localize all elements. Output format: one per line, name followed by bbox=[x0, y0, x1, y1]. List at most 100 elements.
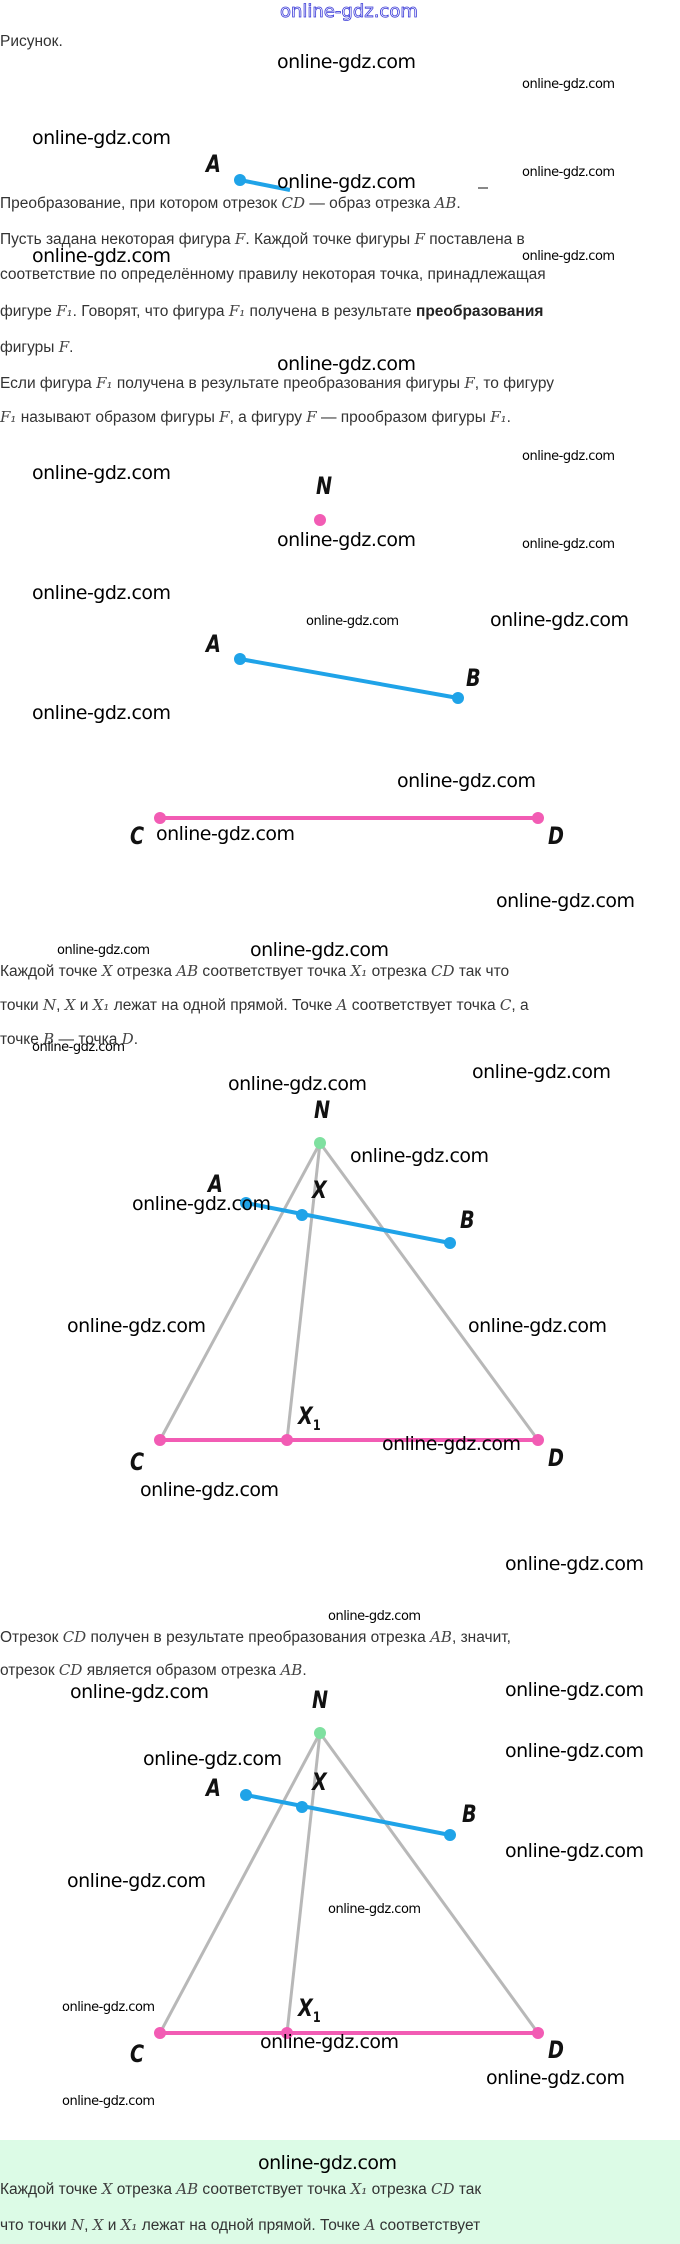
math-symbol: CD bbox=[431, 962, 455, 980]
text-segment: Каждой точке bbox=[0, 2181, 102, 2198]
text-segment: отрезка bbox=[367, 2181, 432, 2198]
watermark: online-gdz.com bbox=[277, 51, 416, 73]
segment-ab-partial bbox=[239, 178, 291, 192]
text-segment: фигуры bbox=[0, 339, 59, 356]
label-c: C bbox=[130, 2040, 145, 2068]
text-segment: точки bbox=[0, 997, 44, 1014]
label-d: D bbox=[548, 2036, 564, 2064]
line-nd bbox=[318, 1142, 540, 1441]
label-c: C bbox=[130, 1448, 145, 1476]
text-line: Преобразование, при котором отрезок CD —… bbox=[0, 194, 461, 213]
point-n bbox=[314, 1137, 326, 1149]
math-symbol: F bbox=[414, 230, 425, 248]
watermark: online-gdz.com bbox=[490, 609, 629, 631]
label-x1-sub: 1 bbox=[312, 1417, 321, 1434]
watermark: online-gdz.com bbox=[32, 127, 171, 149]
watermark: online-gdz.com bbox=[62, 2000, 155, 2015]
text-segment: , bbox=[56, 997, 65, 1014]
point-n bbox=[314, 514, 326, 526]
watermark: online-gdz.com bbox=[57, 943, 150, 958]
text-segment: Каждой точке bbox=[0, 963, 102, 980]
watermark: online-gdz.com bbox=[522, 165, 615, 180]
label-d: D bbox=[548, 1444, 564, 1472]
point-c bbox=[154, 1434, 166, 1446]
math-symbol: F₁ bbox=[96, 374, 113, 392]
text-segment: поставлена в bbox=[424, 231, 525, 248]
math-symbol: AB bbox=[280, 1661, 303, 1679]
text-segment: лежат на одной прямой. Точке bbox=[109, 997, 337, 1014]
point-a bbox=[240, 1789, 252, 1801]
text-segment: получена в результате bbox=[245, 303, 416, 320]
text-segment: , а bbox=[511, 997, 529, 1014]
watermark: online-gdz.com bbox=[32, 245, 171, 267]
text-segment: . Говорят, что фигура bbox=[72, 303, 229, 320]
text-segment: соответствует bbox=[375, 2217, 481, 2234]
watermark: online-gdz.com bbox=[328, 1609, 421, 1624]
label-x1-sub: 1 bbox=[312, 2009, 321, 2026]
math-symbol: AB bbox=[176, 962, 199, 980]
text-segment: . bbox=[506, 409, 511, 426]
math-symbol: N bbox=[70, 2216, 85, 2234]
watermark: online-gdz.com bbox=[306, 614, 399, 629]
text-segment: . bbox=[133, 1031, 138, 1048]
math-symbol: CD bbox=[281, 194, 306, 212]
math-symbol: F₁ bbox=[0, 408, 17, 426]
site-watermark-header[interactable]: online-gdz.com bbox=[280, 1, 419, 22]
text-segment: Если фигура bbox=[0, 375, 97, 392]
line-nx1 bbox=[285, 1142, 322, 1441]
line-nx1 bbox=[285, 1732, 322, 2034]
math-symbol: AB bbox=[430, 1628, 452, 1646]
segment-ab bbox=[245, 1793, 451, 1837]
watermark: online-gdz.com bbox=[32, 582, 171, 604]
math-symbol: CD bbox=[62, 1628, 87, 1646]
label-x: X bbox=[312, 1176, 327, 1204]
watermark: online-gdz.com bbox=[277, 353, 416, 375]
text-segment: — прообразом фигуры bbox=[316, 409, 491, 426]
point-b bbox=[444, 1829, 456, 1841]
label-n: N bbox=[314, 1096, 331, 1124]
text-segment: и bbox=[103, 2217, 121, 2234]
watermark: online-gdz.com bbox=[522, 537, 615, 552]
callout-box bbox=[0, 2140, 680, 2244]
math-symbol: F₁ bbox=[228, 302, 246, 320]
math-symbol: A bbox=[364, 2216, 376, 2234]
math-symbol: X₁ bbox=[350, 962, 368, 980]
point-c bbox=[154, 2027, 166, 2039]
text-segment: . bbox=[69, 339, 74, 356]
caption: Рисунок. bbox=[0, 33, 63, 50]
label-x: X bbox=[312, 1768, 327, 1796]
math-symbol: F bbox=[234, 230, 246, 248]
text-segment: отрезка bbox=[112, 963, 177, 980]
watermark: online-gdz.com bbox=[62, 2094, 155, 2109]
text-segment: является образом отрезка bbox=[82, 1662, 281, 1679]
watermark: online-gdz.com bbox=[32, 1040, 125, 1055]
text-line: Каждой точке X отрезка AB соответствует … bbox=[0, 962, 509, 981]
text-line: точке B — точка D. bbox=[0, 1030, 138, 1049]
text-segment: . Каждой точке фигуры bbox=[245, 231, 415, 248]
text-line: соответствие по определённому правилу не… bbox=[0, 266, 546, 284]
text-segment: отрезка bbox=[367, 963, 432, 980]
watermark: online-gdz.com bbox=[250, 939, 389, 961]
text-segment: лежат на одной прямой. Точке bbox=[137, 2217, 365, 2234]
text-line: Отрезок CD получен в результате преобраз… bbox=[0, 1628, 511, 1647]
text-segment: называют образом фигуры bbox=[16, 409, 220, 426]
text-segment: фигуре bbox=[0, 303, 57, 320]
text-segment: , значит, bbox=[451, 1629, 511, 1646]
label-b: B bbox=[462, 1800, 477, 1828]
label-n: N bbox=[316, 472, 333, 500]
text-segment: Преобразование, при котором отрезок bbox=[0, 195, 282, 212]
watermark: online-gdz.com bbox=[70, 1681, 209, 1703]
text-segment: , то фигуру bbox=[474, 375, 555, 392]
watermark: online-gdz.com bbox=[328, 1902, 421, 1917]
point-x1 bbox=[281, 2027, 293, 2039]
point-c bbox=[154, 812, 166, 824]
label-d: D bbox=[548, 822, 564, 850]
point-x1 bbox=[281, 1434, 293, 1446]
math-symbol: C bbox=[499, 996, 512, 1014]
line-nc bbox=[158, 1732, 322, 2034]
text-segment: соответствие по определённому правилу не… bbox=[0, 266, 546, 283]
point-x bbox=[296, 1209, 308, 1221]
point-a bbox=[234, 653, 246, 665]
text-segment: получена в результате преобразования фиг… bbox=[112, 375, 465, 392]
watermark: online-gdz.com bbox=[522, 249, 615, 264]
